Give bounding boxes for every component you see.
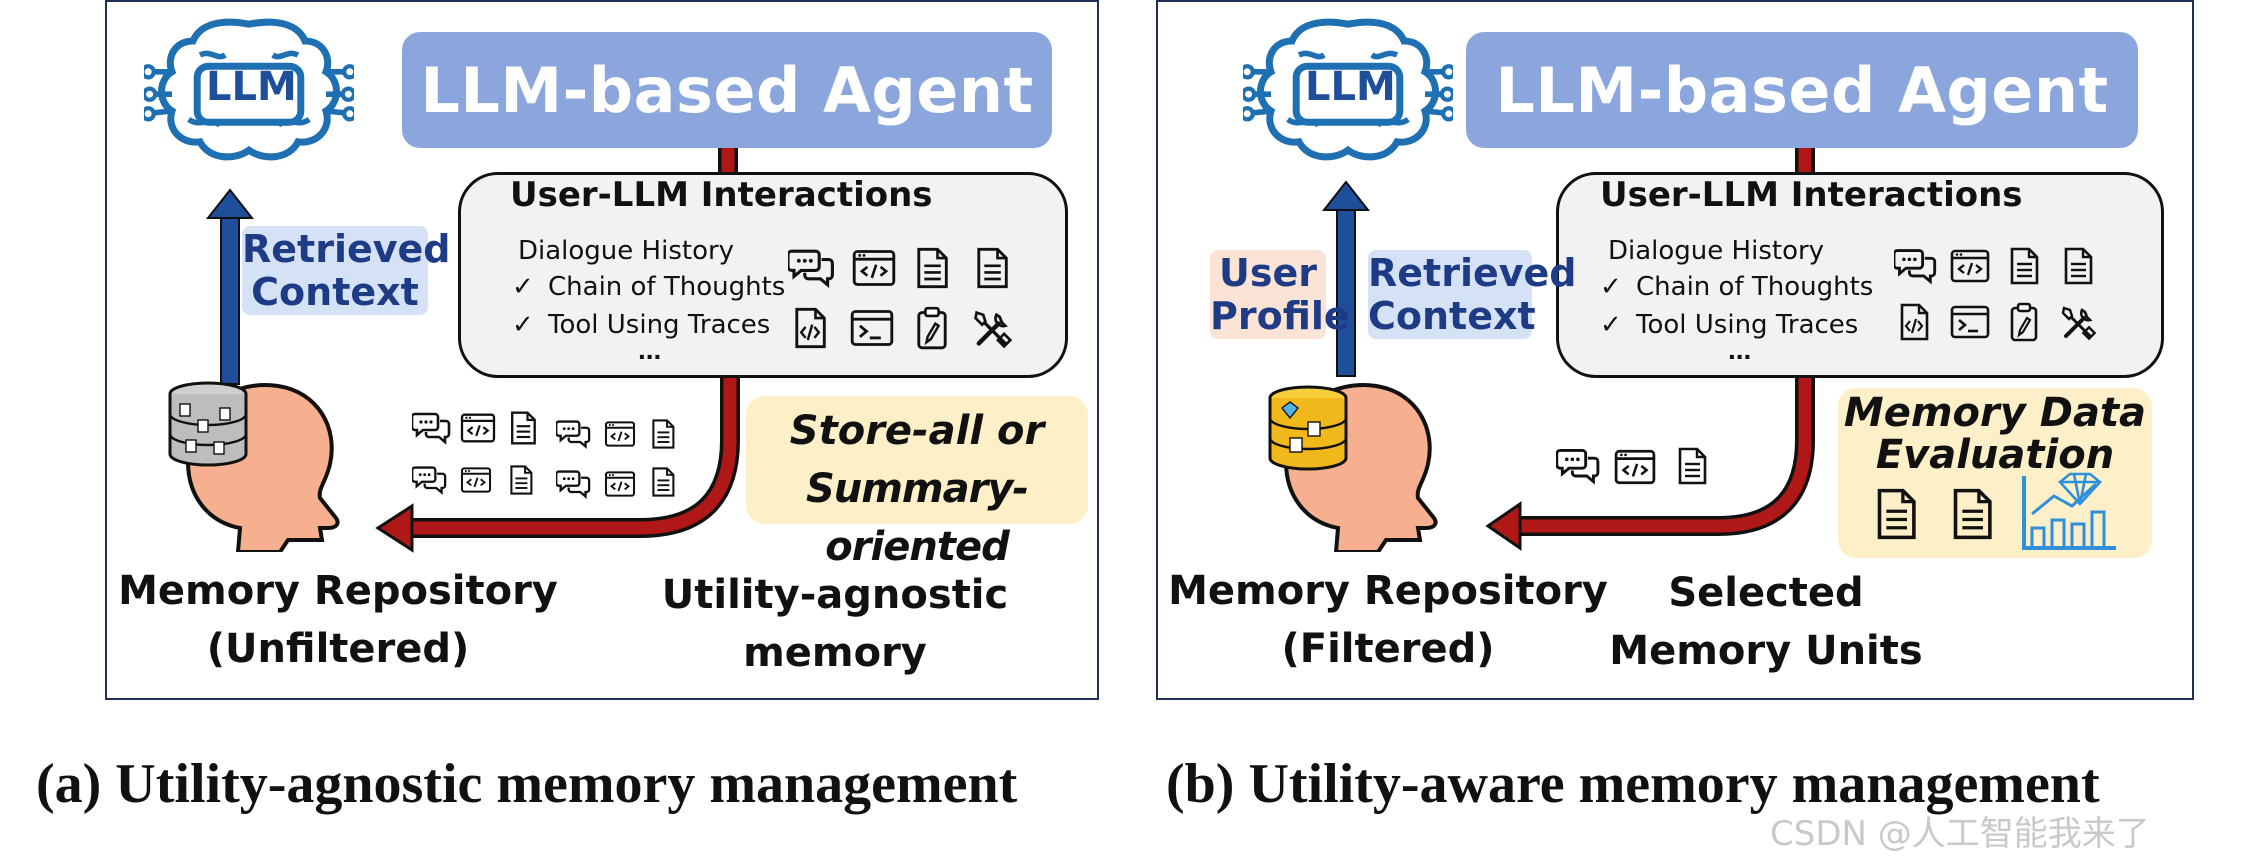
tools-icon: [2058, 302, 2098, 342]
memory-description-label: Utility-agnostic memory: [661, 572, 1009, 676]
chain-of-thoughts-label: Chain of Thoughts: [1636, 272, 1874, 302]
chat-icon: [412, 410, 452, 446]
llm-brain-icon: LLM: [144, 10, 354, 170]
memory-repository-label: Memory Repository (Filtered): [1168, 568, 1608, 672]
database-icon: [168, 381, 248, 467]
chat-icon: [788, 246, 836, 290]
llm-label: LLM: [206, 64, 297, 110]
clipboard-icon: [2008, 302, 2040, 342]
evaluation-box: Memory Data Evaluation: [1838, 388, 2152, 558]
tools-icon: [970, 306, 1014, 350]
document-icon: [650, 466, 676, 498]
user-profile-tag: User Profile: [1210, 250, 1350, 340]
document-icon: [508, 410, 538, 446]
chain-of-thoughts-label: Chain of Thoughts: [548, 272, 786, 302]
red-flow-arrow: [1485, 148, 1815, 551]
terminal-icon: [850, 308, 894, 348]
retrieved-context-tag: Retrieved Context: [1368, 250, 1577, 340]
chat-icon: [412, 464, 448, 496]
ellipsis: ...: [1728, 334, 1752, 365]
interactions-box: [1556, 172, 2164, 378]
database-icon: [1268, 385, 1348, 471]
code-window-icon: [604, 420, 636, 448]
code-window-icon: [604, 470, 636, 498]
document-icon: [1874, 486, 1918, 542]
clipboard-icon: [914, 306, 950, 350]
document-icon: [1950, 486, 1994, 542]
document-icon: [1676, 446, 1708, 486]
interactions-title: User-LLM Interactions: [1600, 175, 2023, 215]
evaluation-line-1: Memory Data: [1843, 390, 2147, 436]
strategy-box: Store-all or Summary-oriented: [746, 396, 1088, 570]
document-icon: [2062, 246, 2094, 286]
terminal-icon: [1950, 304, 1990, 340]
interactions-box: [458, 172, 1068, 378]
check-icon: ✓: [1600, 310, 1622, 340]
chat-icon: [556, 418, 592, 450]
retrieved-context-tag: Retrieved Context: [242, 226, 451, 316]
chat-icon: [1556, 446, 1602, 486]
chart-diamond-icon: [2022, 472, 2116, 550]
strategy-line-2: Summary-oriented: [805, 466, 1029, 570]
code-window-icon: [1614, 448, 1656, 486]
tool-using-traces-label: Tool Using Traces: [548, 310, 771, 340]
document-icon: [974, 246, 1010, 290]
caption-b: (b) Utility-aware memory management: [1166, 753, 2100, 815]
document-icon: [650, 418, 676, 450]
code-file-icon: [792, 306, 828, 350]
strategy-line-1: Store-all or: [789, 408, 1045, 454]
ellipsis: ...: [638, 334, 662, 365]
evaluation-line-2: Evaluation: [1875, 432, 2115, 478]
caption-a: (a) Utility-agnostic memory management: [36, 753, 1018, 815]
agent-title-box: LLM-based Agent: [1466, 32, 2138, 148]
watermark: CSDN @人工智能我来了: [1770, 814, 2150, 854]
check-icon: ✓: [512, 272, 534, 302]
chat-icon: [1894, 246, 1938, 286]
llm-label: LLM: [1305, 64, 1396, 110]
agent-title-box: LLM-based Agent: [402, 32, 1052, 148]
llm-brain-icon: LLM: [1243, 10, 1453, 170]
code-file-icon: [1898, 302, 1930, 342]
chat-icon: [556, 468, 592, 500]
check-icon: ✓: [512, 310, 534, 340]
check-icon: ✓: [1600, 272, 1622, 302]
code-window-icon: [460, 466, 492, 494]
code-window-icon: [460, 412, 496, 444]
code-window-icon: [852, 248, 896, 288]
document-icon: [2008, 246, 2040, 286]
memory-description-label: Selected Memory Units: [1609, 570, 1923, 674]
memory-repository-label: Memory Repository (Unfiltered): [118, 568, 558, 672]
document-icon: [914, 246, 950, 290]
blue-up-arrow: [1321, 180, 1371, 377]
interactions-title: User-LLM Interactions: [510, 175, 933, 215]
document-icon: [508, 464, 534, 496]
red-flow-arrow: [375, 148, 740, 553]
code-window-icon: [1950, 248, 1990, 284]
tool-using-traces-label: Tool Using Traces: [1636, 310, 1859, 340]
dialogue-history-label: Dialogue History: [518, 236, 735, 266]
dialogue-history-label: Dialogue History: [1608, 236, 1825, 266]
